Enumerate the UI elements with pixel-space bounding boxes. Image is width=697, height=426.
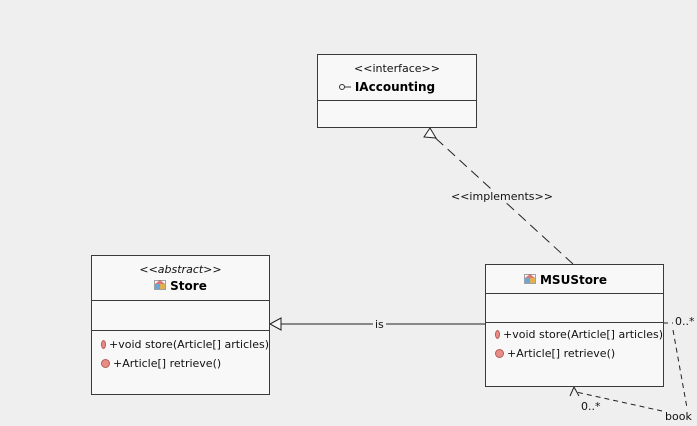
class-icon — [154, 280, 166, 292]
msustore-name: MSUStore — [524, 273, 607, 288]
store-attributes — [92, 301, 269, 331]
class-msustore-header: MSUStore — [486, 265, 663, 294]
class-store-header: <<abstract>> Store — [92, 256, 269, 301]
association-arrowhead — [569, 385, 580, 397]
class-icon — [524, 274, 536, 286]
operation[interactable]: +void store(Article[] articles) — [486, 325, 663, 344]
store-name-label: Store — [170, 278, 207, 293]
association-multiplicity-source: 0..* — [675, 315, 695, 328]
class-msustore[interactable]: MSUStore +void store(Article[] articles)… — [485, 264, 664, 387]
operation[interactable]: +Article[] retrieve() — [92, 354, 269, 373]
msustore-operations: +void store(Article[] articles) +Article… — [486, 323, 663, 363]
class-store[interactable]: <<abstract>> Store +void store(Article[]… — [91, 255, 270, 395]
iaccounting-name: IAccounting — [338, 79, 436, 95]
iaccounting-stereotype: <<interface>> — [354, 62, 440, 75]
interface-icon — [338, 83, 351, 91]
realization-arrowhead — [423, 127, 437, 139]
class-iaccounting[interactable]: <<interface>> IAccounting — [317, 54, 477, 128]
inheritance-label: is — [373, 318, 386, 331]
operation-label: +Article[] retrieve() — [113, 357, 222, 370]
generalization-arrowhead — [268, 317, 282, 331]
operation[interactable]: +void store(Article[] articles) — [92, 335, 269, 354]
association-role-label: book — [665, 410, 692, 423]
class-iaccounting-header: <<interface>> IAccounting — [318, 55, 476, 101]
store-operations: +void store(Article[] articles) +Article… — [92, 331, 269, 373]
implements-label: <<implements>> — [451, 190, 553, 203]
operation-label: +void store(Article[] articles) — [109, 338, 269, 351]
public-operation-icon — [495, 330, 500, 339]
public-operation-icon — [495, 349, 504, 358]
public-operation-icon — [101, 359, 110, 368]
iaccounting-name-label: IAccounting — [354, 79, 436, 94]
operation-label: +Article[] retrieve() — [507, 347, 616, 360]
msustore-name-label: MSUStore — [539, 272, 607, 287]
operation-label: +void store(Article[] articles) — [503, 328, 663, 341]
association-edge-back — [575, 391, 663, 412]
association-edge-down — [672, 329, 688, 409]
public-operation-icon — [101, 340, 106, 349]
operation[interactable]: +Article[] retrieve() — [486, 344, 663, 363]
store-stereotype: <<abstract>> — [139, 263, 222, 276]
store-name: Store — [154, 279, 207, 294]
association-multiplicity-target: 0..* — [581, 400, 601, 413]
msustore-attributes — [486, 294, 663, 323]
